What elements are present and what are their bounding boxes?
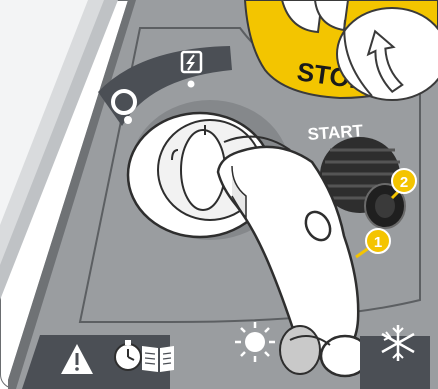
callout-1-label: 1 xyxy=(374,234,382,251)
sun-icon xyxy=(235,322,275,362)
callout-2-label: 2 xyxy=(400,174,408,191)
manual-book-icon xyxy=(142,346,174,372)
